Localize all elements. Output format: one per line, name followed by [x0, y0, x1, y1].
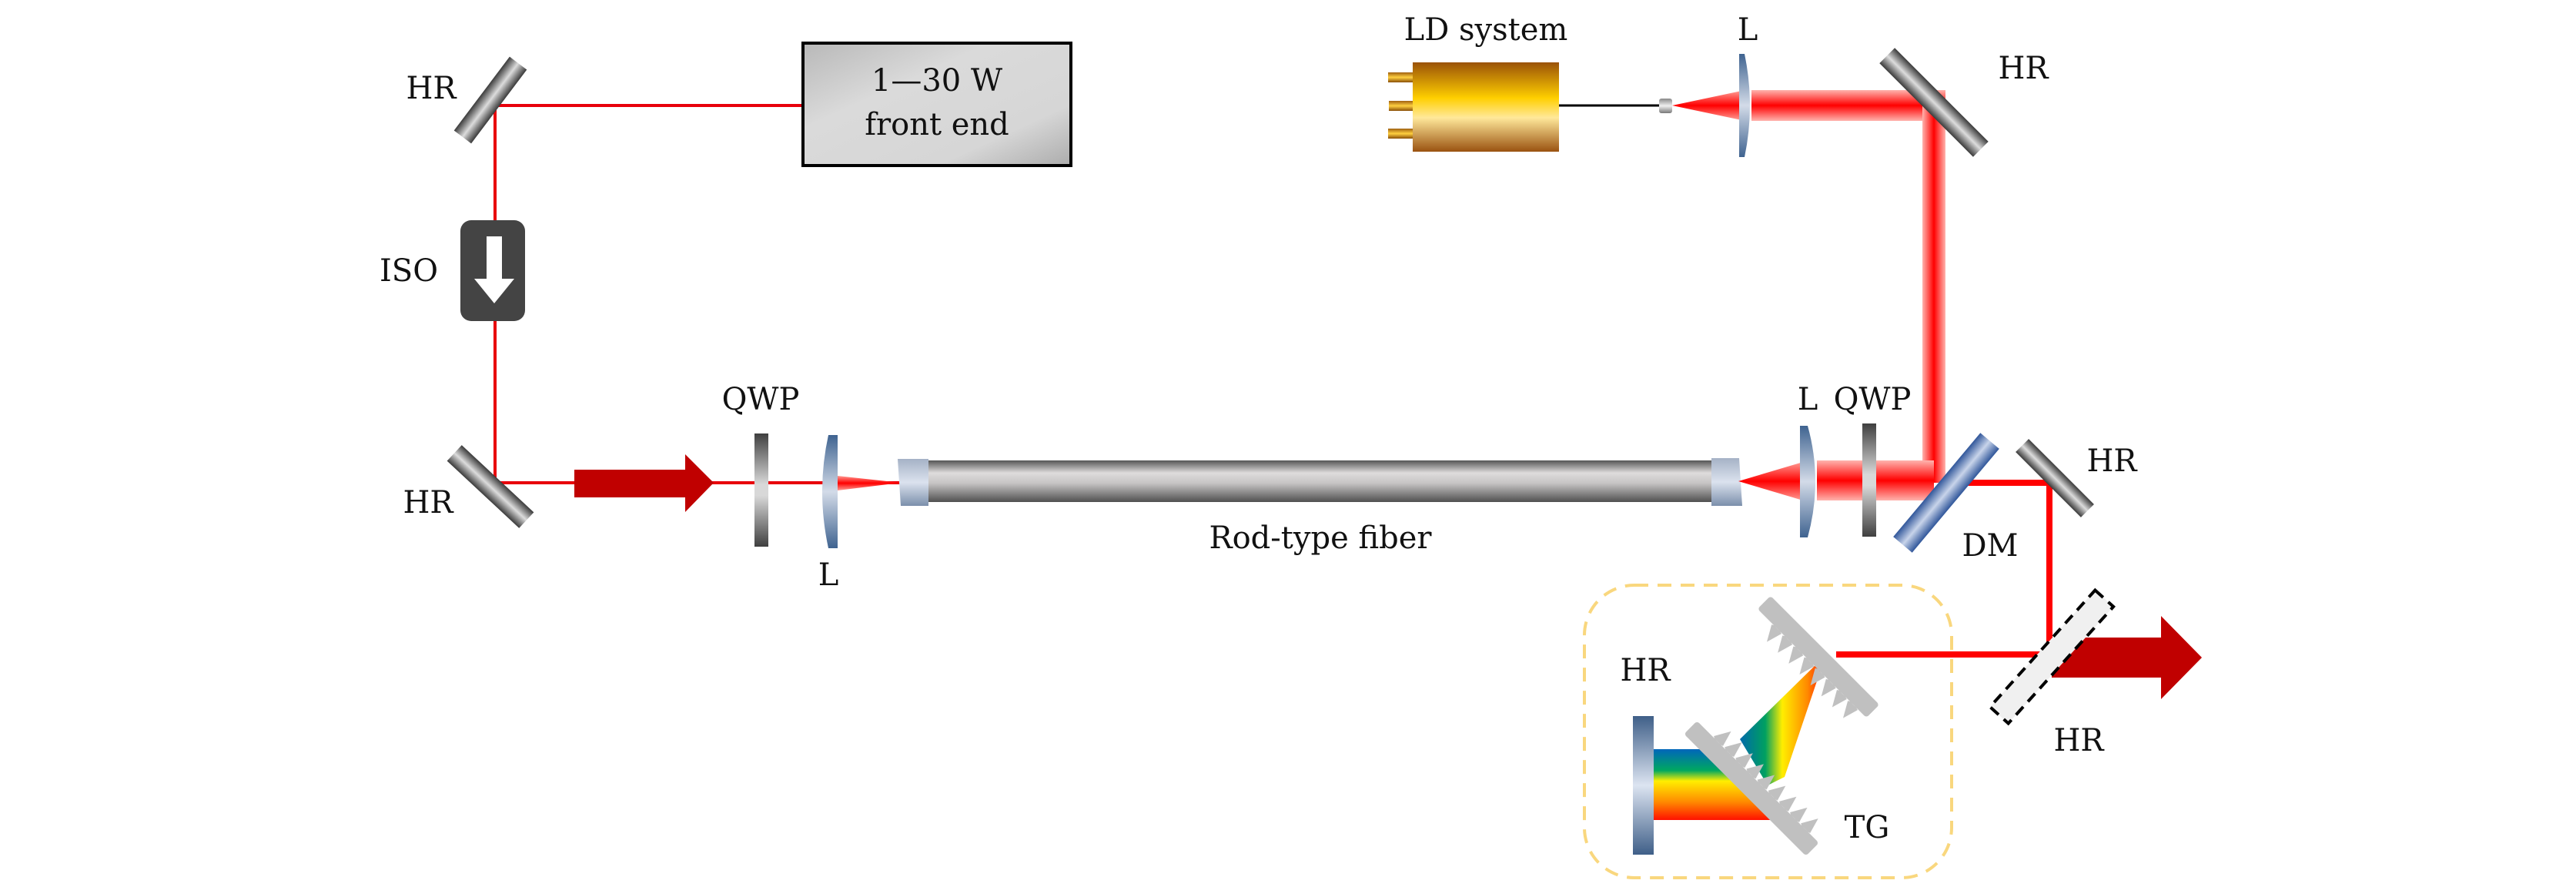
isolator [460, 220, 525, 321]
label-rod-type-fiber: Rod-type fiber [1209, 520, 1432, 556]
label-hr-bottom-left: HR [403, 485, 455, 520]
hr-mirror-right [2016, 439, 2094, 517]
ld-system [1388, 62, 1559, 152]
label-ld-system: LD system [1404, 12, 1568, 48]
dispersed-beam-horizontal [1654, 749, 1774, 820]
down-arrow-icon [474, 236, 514, 303]
pump-beam-vertical [1922, 105, 1945, 483]
lens-right [1800, 426, 1815, 537]
grating-upper [1758, 597, 1878, 718]
label-tg: TG [1845, 810, 1890, 845]
hr-mirror-output-dashed [1988, 587, 2116, 726]
hr-mirror-pump [1879, 48, 1989, 157]
lens-pump [1739, 54, 1750, 157]
qwp-right [1862, 423, 1876, 537]
hr-mirror-grating [1633, 716, 1654, 855]
label-lens-right: L [1798, 382, 1818, 417]
label-hr-pump: HR [1999, 51, 2050, 86]
amplified-signal-path [1836, 480, 2052, 658]
front-end-box: 1—30 W front end [801, 42, 1072, 167]
rod-type-fiber [898, 458, 1742, 506]
front-end-power-label: 1—30 W [871, 63, 1002, 99]
dichroic-mirror [1893, 433, 1999, 553]
label-hr-output: HR [2054, 723, 2106, 758]
output-arrow [2052, 616, 2202, 699]
label-iso: ISO [380, 253, 438, 289]
label-qwp-left: QWP [722, 382, 800, 417]
label-hr-grating: HR [1621, 653, 1672, 688]
fiber-endcap-right [1711, 458, 1742, 506]
hr-mirror-bottom-left [447, 445, 534, 528]
fiber-connector [1659, 99, 1672, 113]
label-lens-pump: L [1738, 12, 1758, 48]
pump-diverging-cone [1672, 91, 1741, 120]
lens-left [822, 435, 838, 548]
grating-lower [1684, 721, 1818, 855]
qwp-left [754, 433, 768, 547]
focus-cone-right [1738, 462, 1803, 500]
grating-compressor-box [1583, 584, 1953, 879]
hr-mirror-top-left [453, 56, 527, 144]
focus-cone-left [838, 476, 901, 490]
dispersed-beam-diagonal [1740, 658, 1825, 785]
fiber-endcap-left [898, 459, 928, 506]
label-hr-top-left: HR [406, 71, 458, 106]
front-end-name-label: front end [865, 107, 1009, 142]
label-dm: DM [1962, 528, 2018, 564]
seed-direction-arrow [574, 454, 714, 512]
label-qwp-right: QWP [1834, 382, 1912, 417]
label-hr-right: HR [2087, 444, 2139, 479]
label-lens-left: L [818, 557, 839, 593]
